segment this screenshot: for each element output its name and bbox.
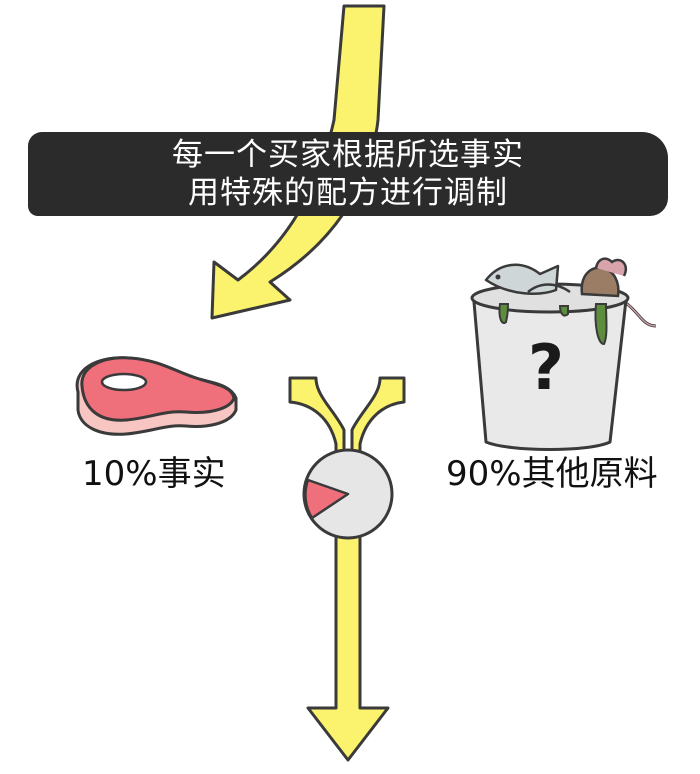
mixer-dial-icon — [304, 450, 392, 538]
question-mark: ? — [521, 332, 571, 404]
output-arrow — [290, 378, 404, 760]
other-ingredients-label: 90%其他原料 — [446, 454, 658, 494]
meat-steak-icon — [77, 358, 236, 435]
caption-line-1: 每一个买家根据所选事实 — [28, 136, 668, 174]
caption-text: 每一个买家根据所选事实 用特殊的配方进行调制 — [28, 136, 668, 212]
fact-label: 10%事实 — [82, 454, 226, 494]
caption-line-2: 用特殊的配方进行调制 — [28, 174, 668, 212]
